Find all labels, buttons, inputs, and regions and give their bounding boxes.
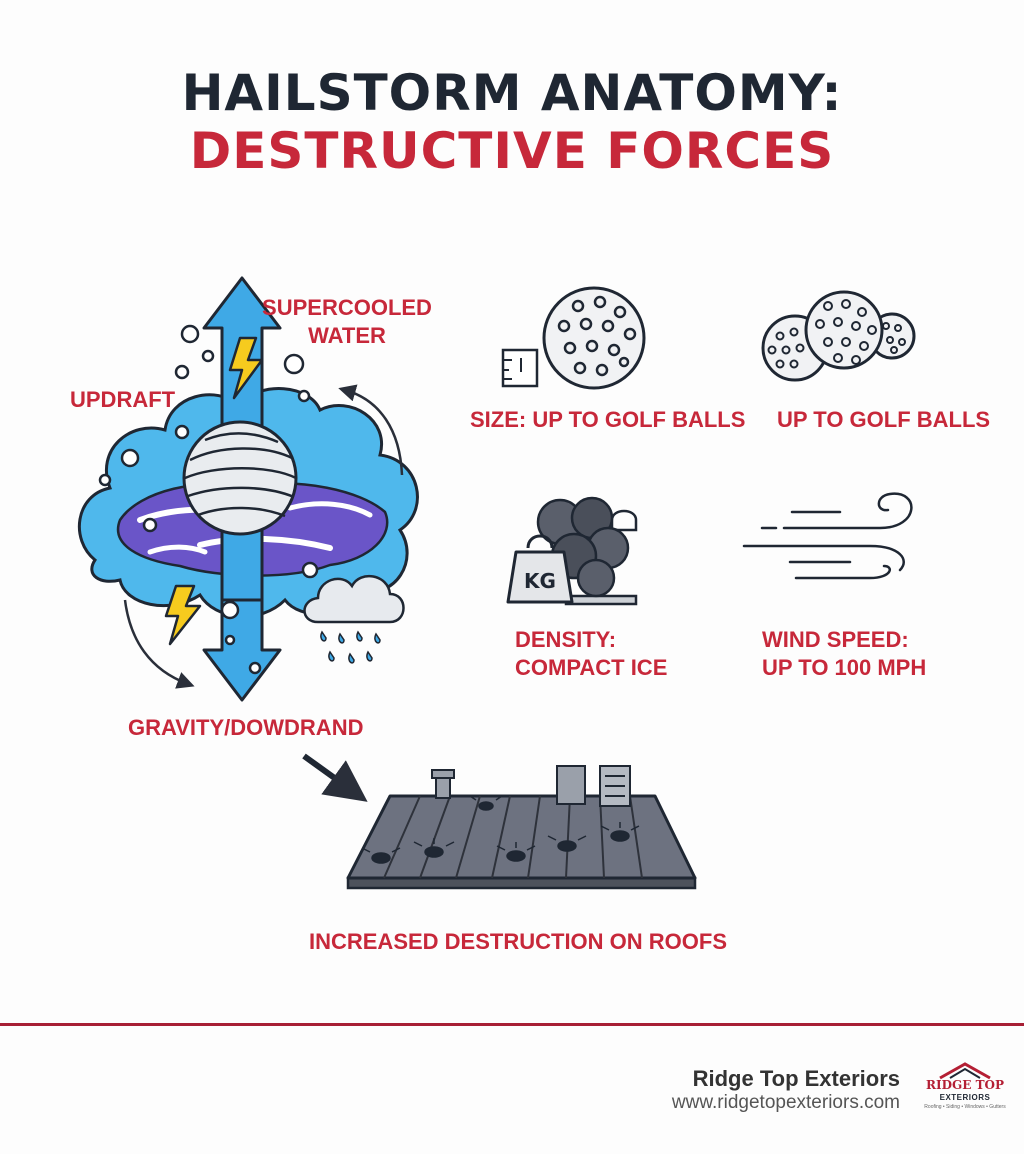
hailstorm-illustration: KG — [78, 276, 916, 890]
golf-balls-icon — [761, 290, 916, 382]
destruction-label: INCREASED DESTRUCTION ON ROOFS — [308, 929, 728, 954]
company-name: Ridge Top Exteriors — [692, 1066, 900, 1091]
lightning-icon — [228, 336, 264, 400]
wind-speed-line-2: UP TO 100 MPH — [762, 655, 927, 680]
size-label: SIZE: UP TO GOLF BALLS — [470, 407, 746, 432]
hailstone-icon — [182, 420, 298, 536]
rain-cloud-icon — [303, 574, 405, 664]
wind-speed-label: WIND SPEED: UP TO 100 MPH — [762, 626, 926, 682]
logo-sub-text: EXTERIORS — [939, 1093, 991, 1102]
company-logo: RIDGE TOP EXTERIORS Roofing • Siding • W… — [920, 1060, 1010, 1116]
house-roof-icon — [939, 1062, 991, 1080]
gravity-downdraft-label: GRAVITY/DOWDRAND — [128, 715, 364, 740]
updraft-label: UPDRAFT — [70, 387, 176, 412]
curved-arrow-icon — [338, 384, 404, 476]
company-url[interactable]: www.ridgetopexteriors.com — [671, 1092, 900, 1113]
pointer-arrow-icon — [302, 753, 368, 802]
ice-pile-icon — [536, 496, 638, 606]
density-label: DENSITY: COMPACT ICE — [515, 626, 667, 682]
water-droplet-icons — [98, 324, 319, 675]
supercooled-water-label: SUPERCOOLED WATER — [262, 294, 432, 350]
lightning-icon — [164, 584, 202, 646]
kg-label: KG — [524, 569, 556, 593]
density-line-1: DENSITY: — [515, 627, 617, 652]
up-to-golf-balls-label: UP TO GOLF BALLS — [777, 407, 991, 432]
density-line-2: COMPACT ICE — [515, 655, 668, 680]
weight-icon: KG — [506, 534, 574, 604]
wind-icon — [742, 492, 913, 580]
logo-main-text: RIDGE TOP — [926, 1078, 1004, 1092]
footer-divider — [0, 1023, 1024, 1026]
title-line-2: DESTRUCTIVE FORCES — [189, 122, 835, 180]
ruler-icon — [501, 348, 539, 388]
title-line-1: HAILSTORM ANATOMY: — [181, 64, 843, 122]
curved-arrow-icon — [123, 599, 195, 689]
golf-ball-icon — [542, 286, 646, 390]
wind-speed-line-1: WIND SPEED: — [762, 627, 909, 652]
logo-tagline: Roofing • Siding • Windows • Gutters — [924, 1104, 1006, 1110]
damaged-roof-icon — [346, 765, 697, 890]
supercooled-line-1: SUPERCOOLED — [262, 295, 432, 320]
supercooled-line-2: WATER — [308, 323, 386, 348]
